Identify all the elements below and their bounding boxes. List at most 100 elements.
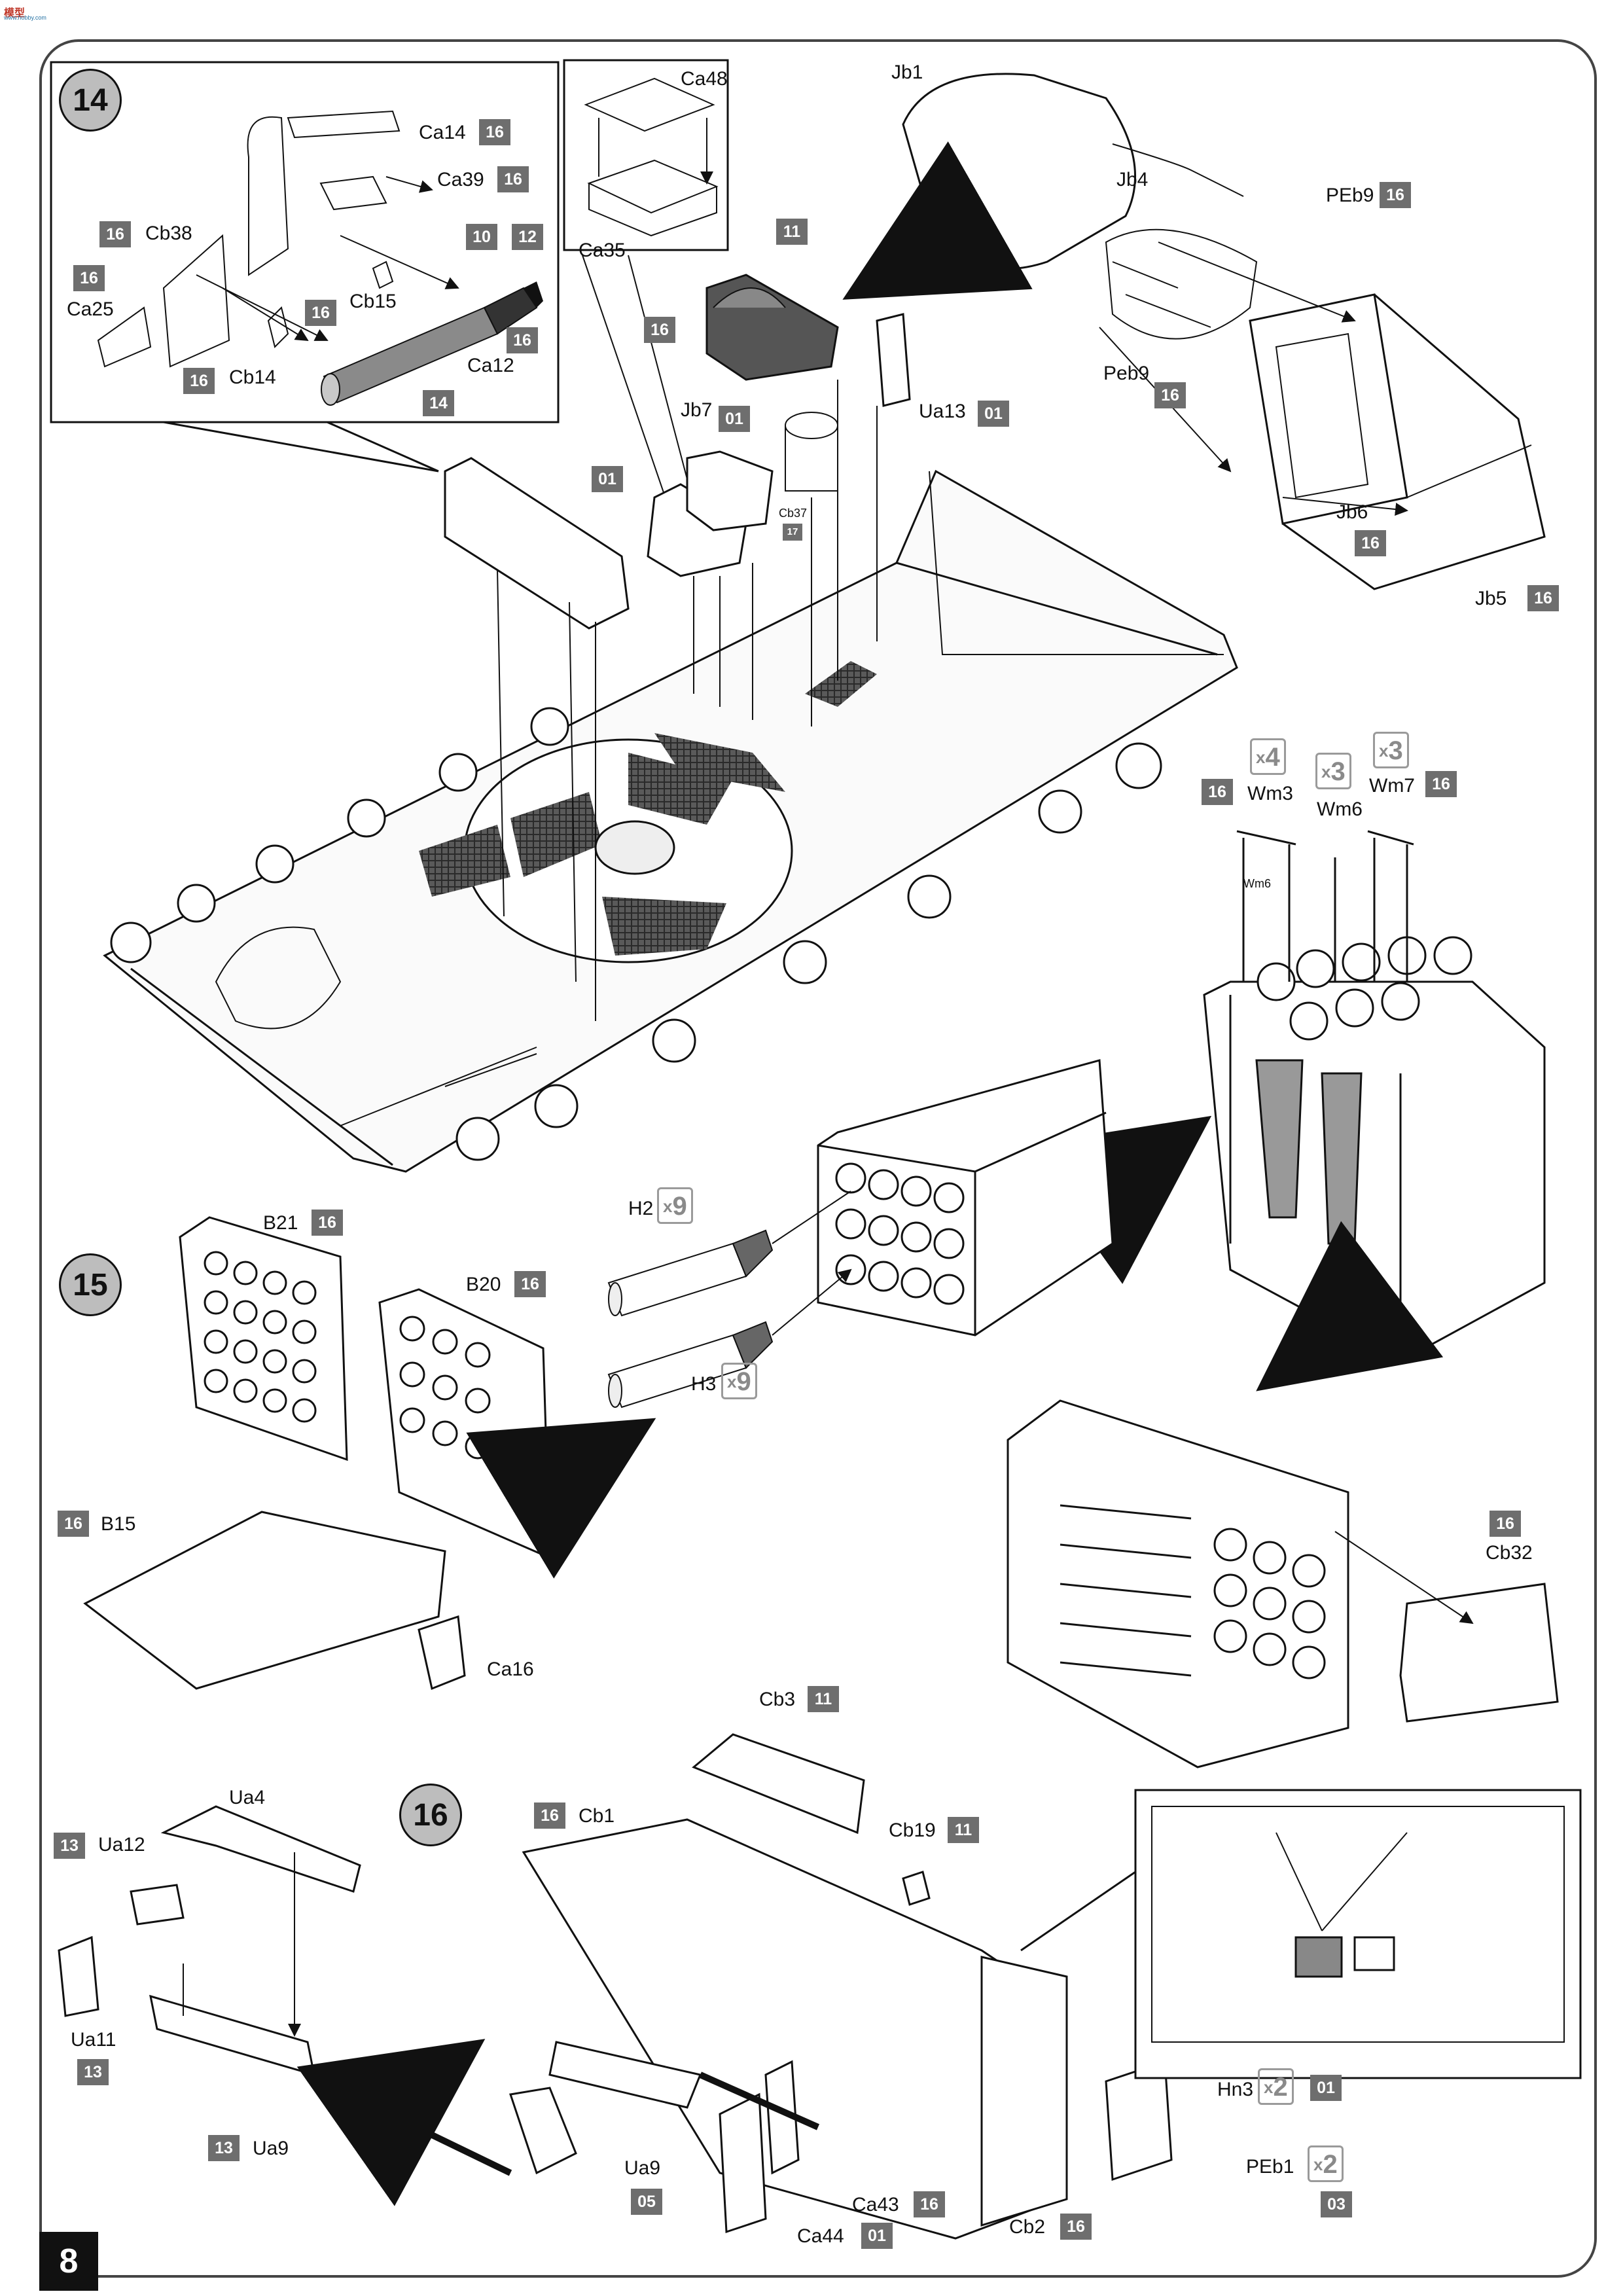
part-label-ca12: Ca12 (467, 355, 514, 376)
step-14-number: 14 (59, 69, 122, 132)
ammo-rounds-h (607, 1191, 851, 1408)
sprue-badge-cb38: 16 (99, 221, 131, 247)
arrow-to-lower-rack (1256, 1221, 1444, 1391)
sprue-badge-ca44: 01 (861, 2223, 893, 2249)
part-label-jb7: Jb7 (681, 399, 713, 421)
step-15-number: 15 (59, 1253, 122, 1316)
sprue-badge-hn3: 01 (1310, 2075, 1342, 2101)
part-label-ca16: Ca16 (487, 1659, 534, 1680)
part-label-cb1: Cb1 (579, 1805, 615, 1827)
sprue-badge-cb14: 16 (183, 368, 215, 394)
part-label-jb5: Jb5 (1475, 588, 1507, 609)
qty-prefix: x (1379, 741, 1389, 761)
hatch-box (705, 274, 839, 381)
part-label-cb3: Cb3 (759, 1689, 796, 1710)
sprue-badge-ca12: 16 (507, 327, 538, 353)
qty-wm6-value: 3 (1330, 757, 1346, 786)
qty-h3: x9 (721, 1363, 757, 1399)
part-label-ca35: Ca35 (579, 240, 626, 261)
page-frame (39, 39, 1597, 2278)
hatch-box-badge: 11 (776, 219, 808, 245)
sprue-badge-wm7: 16 (1425, 771, 1457, 797)
arrow-to-hull (842, 141, 1033, 300)
sprue-badge-ua9: 05 (631, 2189, 662, 2215)
sprue-badge-ua13: 01 (978, 401, 1009, 427)
part-label-ca14: Ca14 (419, 122, 466, 143)
qty-prefix: x (663, 1196, 673, 1216)
part-label-cb14: Cb14 (229, 367, 276, 388)
qty-peb1: x2 (1308, 2145, 1344, 2182)
qty-hn3-value: 2 (1273, 2073, 1288, 2102)
part-label-b15: B15 (101, 1513, 136, 1535)
ammo-rack-top (1203, 936, 1546, 1363)
ammo-round-14 (321, 281, 543, 406)
qty-wm7: x3 (1373, 732, 1409, 768)
sprue-badge-cb37: 17 (783, 524, 802, 541)
sprue-badge-cb32: 16 (1489, 1511, 1521, 1537)
part-label-cb38: Cb38 (145, 223, 192, 244)
part-label-ca44: Ca44 (797, 2225, 844, 2247)
part-label-ua9: Ua9 (624, 2157, 661, 2179)
part-label-ua4: Ua4 (229, 1787, 266, 1808)
qty-prefix: x (1264, 2077, 1274, 2097)
sprue-badge-wm3: 16 (1202, 779, 1233, 805)
part-label-ua1: Ua9 (253, 2138, 289, 2159)
qty-wm7-value: 3 (1388, 736, 1403, 765)
detail-inset-16 (1020, 1789, 1582, 2079)
part-label-jb6: Jb6 (1336, 501, 1368, 523)
part-label-cb2: Cb2 (1009, 2216, 1046, 2238)
sprue-badge-b20: 16 (514, 1271, 546, 1297)
sprue-badge-ca25: 16 (73, 265, 105, 291)
sprue-badge-ca14: 16 (479, 119, 510, 145)
sprue-badge-ca39: 16 (497, 166, 529, 192)
sprue-badge-cb2: 16 (1060, 2214, 1092, 2240)
round-tip-badge: 12 (512, 224, 543, 250)
part-label-peb9-lower: Peb9 (1103, 363, 1150, 384)
part-label-ca39: Ca39 (437, 169, 484, 190)
part-label-wm3: Wm3 (1247, 783, 1293, 804)
part-label-cb32: Cb32 (1486, 1542, 1533, 1564)
qty-wm6: x3 (1315, 753, 1351, 789)
sprue-badge-jb5: 16 (1527, 585, 1559, 611)
sprue-badge-ca43: 16 (914, 2191, 945, 2217)
turret-box-badge: 01 (592, 466, 623, 492)
part-label-b21: B21 (263, 1212, 298, 1234)
part-label-wm6-small: Wm6 (1243, 877, 1271, 890)
step14-inset (50, 61, 560, 473)
part-label-jb1: Jb1 (891, 62, 923, 83)
sprue-badge-ua12: 13 (54, 1833, 85, 1859)
qty-prefix: x (727, 1372, 737, 1391)
sprue-badge-ua11: 13 (77, 2059, 109, 2085)
part-label-cb19: Cb19 (889, 1820, 936, 1841)
part-label-cb15: Cb15 (349, 291, 397, 312)
hatch-box-side-badge: 16 (644, 317, 675, 343)
side-bracket (444, 313, 911, 1021)
qty-wm3-value: 4 (1265, 743, 1280, 772)
mg-drawing (58, 1805, 820, 2176)
part-label-ca43: Ca43 (852, 2194, 899, 2215)
part-label-wm6: Wm6 (1317, 798, 1363, 820)
sprue-badge-ua1: 13 (208, 2135, 240, 2161)
qty-h2: x9 (657, 1187, 693, 1224)
road-wheels (110, 707, 1162, 1161)
box-inset (563, 59, 729, 505)
arrow-step15 (466, 1418, 656, 1579)
arrow-step16 (296, 2039, 486, 2206)
step-16-number: 16 (399, 1784, 462, 1846)
part-label-ca48: Ca48 (681, 68, 728, 90)
sprue-badge-b15: 16 (58, 1511, 89, 1537)
sprue-badge-jb6: 16 (1355, 530, 1386, 556)
logo-bottom-text: www.hobby.com (4, 14, 46, 21)
qty-h2-value: 9 (672, 1192, 687, 1221)
qty-prefix: x (1256, 747, 1266, 767)
watermark-logo: 模型 www.hobby.com (4, 4, 46, 24)
part-label-ca25: Ca25 (67, 298, 114, 320)
step16-drawing (522, 1733, 1173, 2240)
round-primer-badge: 10 (466, 224, 497, 250)
wm-pins (1236, 830, 1414, 982)
sprue-badge-cb1: 16 (534, 1803, 565, 1829)
round-body-badge: 14 (423, 390, 454, 416)
sprue-badge-b21: 16 (312, 1210, 343, 1236)
qty-h3-value: 9 (736, 1367, 751, 1396)
